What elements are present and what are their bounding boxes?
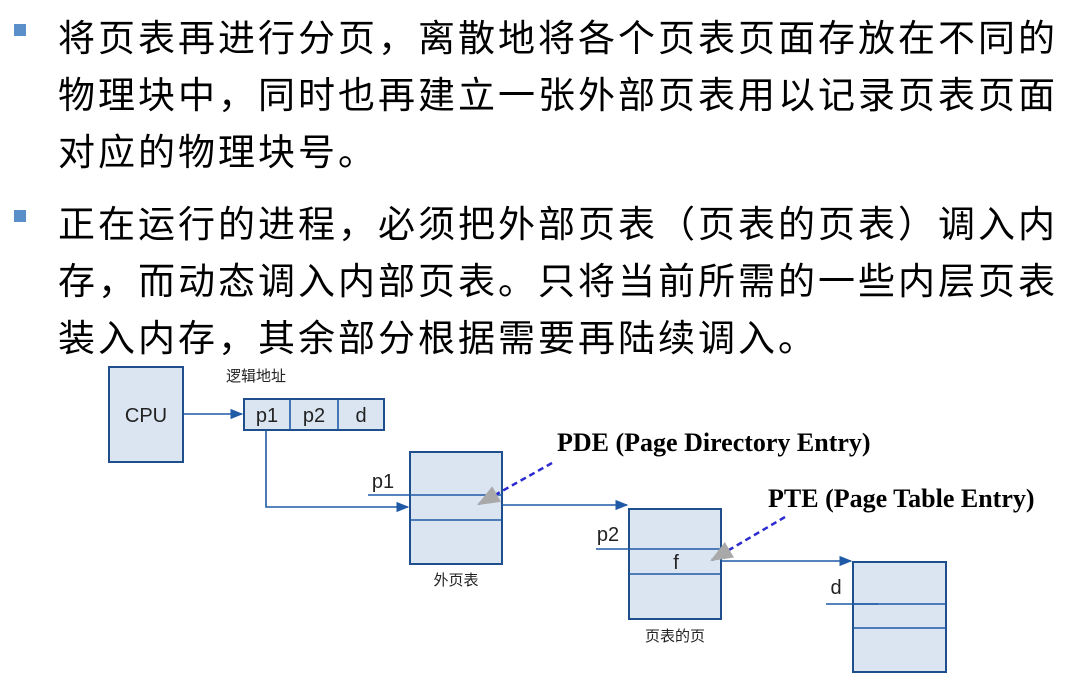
- p1-arrow: [265, 430, 410, 513]
- bullet-2-text: 正在运行的进程，必须把外部页表（页表的页表）调入内存，而动态调入内部页表。只将当…: [58, 203, 1058, 360]
- pde-note: PDE (Page Directory Entry): [557, 428, 871, 457]
- field-p1: p1: [256, 405, 278, 427]
- p2-index-label: p2: [597, 524, 619, 546]
- physical-frame: [852, 561, 947, 673]
- bullet-marker: [14, 210, 26, 222]
- page-table-page: [628, 508, 722, 620]
- logical-address-box: [243, 398, 385, 431]
- pde-pointer-arrow: [477, 461, 553, 506]
- bullet-2: 正在运行的进程，必须把外部页表（页表的页表）调入内存，而动态调入内部页表。只将当…: [14, 196, 1074, 367]
- bullet-marker: [14, 24, 26, 36]
- cpu-label: CPU: [125, 405, 167, 427]
- outer-page-table: [409, 451, 503, 565]
- pte-pointer-arrow: [710, 515, 786, 562]
- frame-f-label: f: [673, 552, 679, 574]
- pte-note: PTE (Page Table Entry): [768, 484, 1035, 513]
- d-offset-label: d: [830, 577, 841, 599]
- outer-table-caption: 外页表: [433, 571, 478, 589]
- p1-index-label: p1: [372, 471, 394, 493]
- bullet-1: 将页表再进行分页，离散地将各个页表页面存放在不同的物理块中，同时也再建立一张外部…: [14, 10, 1074, 181]
- page-table-caption: 页表的页: [645, 627, 705, 645]
- logical-address-caption: 逻辑地址: [226, 367, 286, 385]
- field-p2: p2: [303, 405, 325, 427]
- bullet-1-text: 将页表再进行分页，离散地将各个页表页面存放在不同的物理块中，同时也再建立一张外部…: [58, 17, 1058, 174]
- field-d: d: [355, 405, 366, 427]
